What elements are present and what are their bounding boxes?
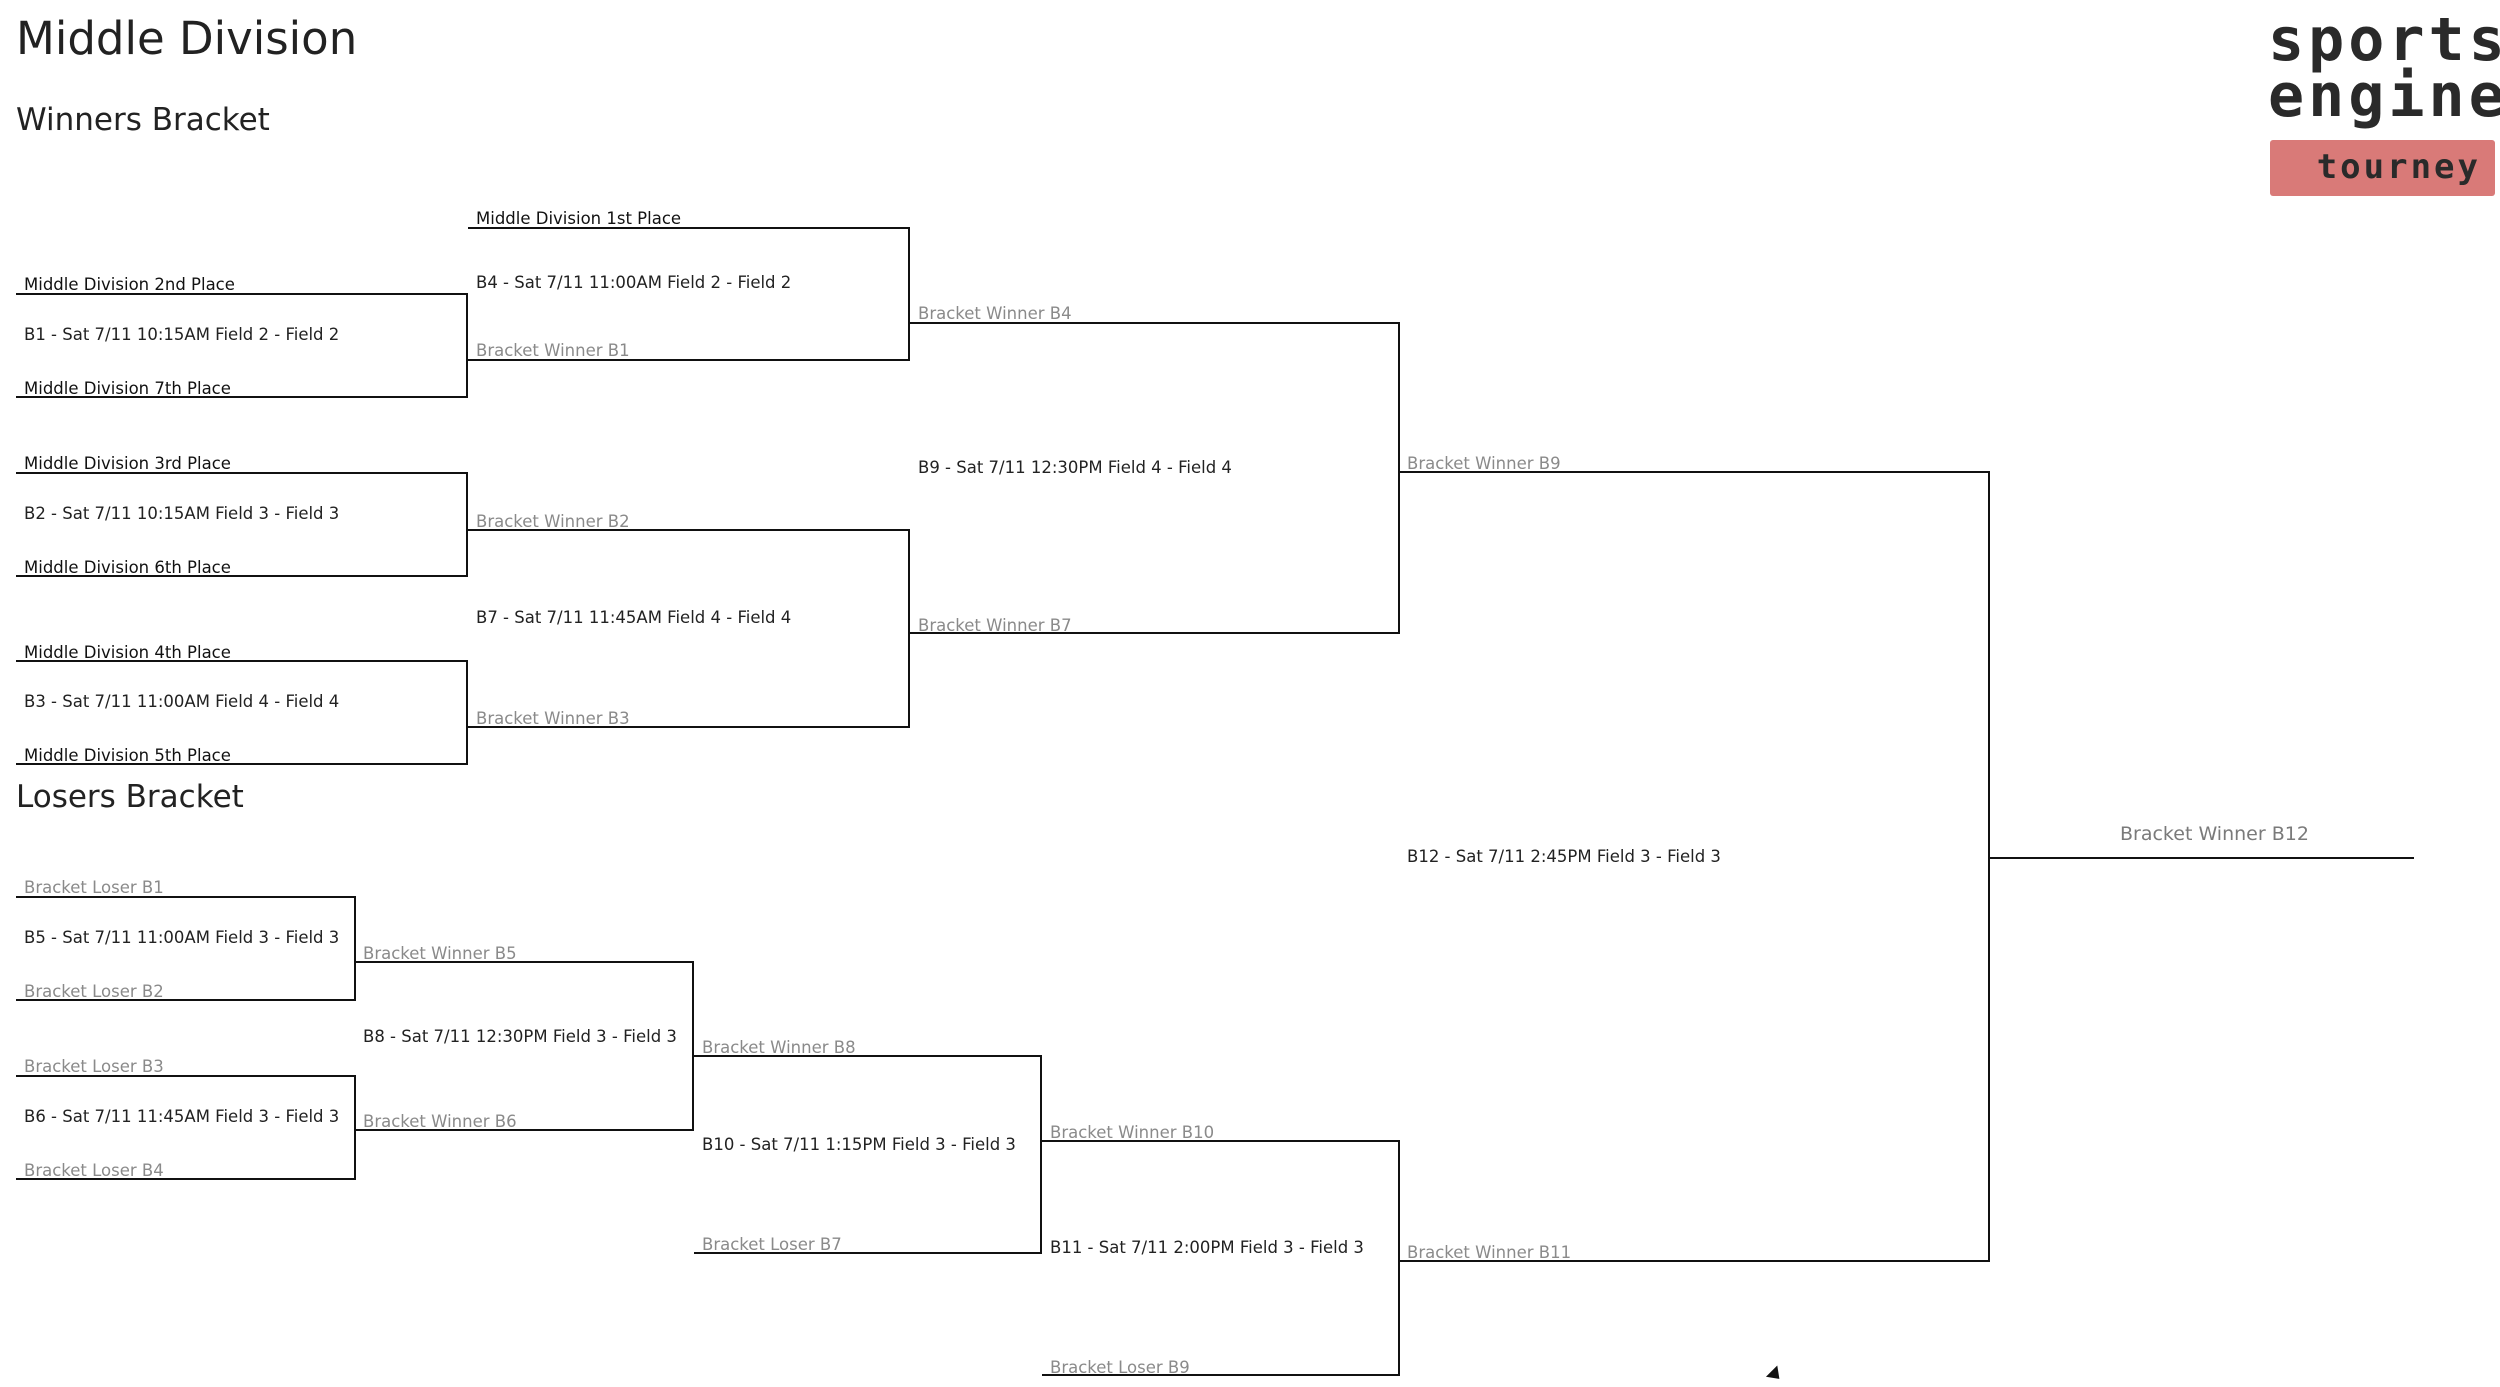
line-b4-vertical: [908, 227, 910, 361]
line-b2-vertical: [466, 472, 468, 577]
line-b7-bottom: [468, 726, 910, 728]
line-b10-bottom: [694, 1252, 1042, 1254]
line-b5-bottom: [16, 999, 356, 1001]
line-b1-vertical: [466, 293, 468, 398]
line-b10-top: [694, 1055, 1042, 1057]
slot-b5-bottom[interactable]: Bracket Loser B2: [24, 982, 164, 1001]
slot-b4-top[interactable]: Middle Division 1st Place: [476, 209, 682, 228]
game-b10[interactable]: B10 - Sat 7/11 1:15PM Field 3 - Field 3: [702, 1135, 1016, 1154]
line-b7-top: [468, 529, 910, 531]
mouse-cursor-icon: [1765, 1365, 1786, 1385]
line-b11-vertical: [1398, 1140, 1400, 1376]
slot-b9-top[interactable]: Bracket Winner B4: [918, 304, 1072, 323]
slot-b11-bottom[interactable]: Bracket Loser B9: [1050, 1358, 1190, 1377]
slot-b5-top[interactable]: Bracket Loser B1: [24, 878, 164, 897]
logo-tourney-badge: tourney: [2270, 140, 2495, 196]
game-b1[interactable]: B1 - Sat 7/11 10:15AM Field 2 - Field 2: [24, 325, 340, 344]
game-b5[interactable]: B5 - Sat 7/11 11:00AM Field 3 - Field 3: [24, 928, 340, 947]
slot-b10-bottom[interactable]: Bracket Loser B7: [702, 1235, 842, 1254]
line-b5-top: [16, 896, 356, 898]
logo-word-engine: engine: [2268, 61, 2500, 131]
line-b12-bottom: [1398, 1260, 1990, 1262]
slot-b9-bottom[interactable]: Bracket Winner B7: [918, 616, 1072, 635]
losers-bracket-heading: Losers Bracket: [16, 779, 244, 815]
champion-slot[interactable]: Bracket Winner B12: [2120, 823, 2309, 845]
slot-b4-bottom[interactable]: Bracket Winner B1: [476, 341, 630, 360]
slot-b2-bottom[interactable]: Middle Division 6th Place: [24, 558, 231, 577]
slot-b10-top[interactable]: Bracket Winner B8: [702, 1038, 856, 1057]
slot-b8-bottom[interactable]: Bracket Winner B6: [363, 1112, 517, 1131]
slot-b1-bottom[interactable]: Middle Division 7th Place: [24, 379, 231, 398]
line-champion: [1990, 857, 2414, 859]
line-b8-vertical: [692, 961, 694, 1131]
slot-b7-top[interactable]: Bracket Winner B2: [476, 512, 630, 531]
line-b9-bottom: [910, 632, 1400, 634]
slot-b11-top[interactable]: Bracket Winner B10: [1050, 1123, 1215, 1142]
line-b3-vertical: [466, 660, 468, 765]
slot-b2-top[interactable]: Middle Division 3rd Place: [24, 454, 231, 473]
slot-b1-top[interactable]: Middle Division 2nd Place: [24, 275, 235, 294]
game-b4[interactable]: B4 - Sat 7/11 11:00AM Field 2 - Field 2: [476, 273, 792, 292]
line-b6-bottom: [16, 1178, 356, 1180]
winners-bracket-heading: Winners Bracket: [16, 102, 270, 138]
line-b1-top: [16, 293, 468, 295]
game-b11[interactable]: B11 - Sat 7/11 2:00PM Field 3 - Field 3: [1050, 1238, 1364, 1257]
slot-b6-top[interactable]: Bracket Loser B3: [24, 1057, 164, 1076]
line-b12-vertical: [1988, 471, 1990, 1262]
game-b2[interactable]: B2 - Sat 7/11 10:15AM Field 3 - Field 3: [24, 504, 340, 523]
line-b11-bottom: [1042, 1374, 1400, 1376]
line-b11-top: [1042, 1140, 1400, 1142]
slot-b8-top[interactable]: Bracket Winner B5: [363, 944, 517, 963]
game-b6[interactable]: B6 - Sat 7/11 11:45AM Field 3 - Field 3: [24, 1107, 340, 1126]
game-b3[interactable]: B3 - Sat 7/11 11:00AM Field 4 - Field 4: [24, 692, 340, 711]
line-b9-top: [910, 322, 1400, 324]
slot-b3-top[interactable]: Middle Division 4th Place: [24, 643, 231, 662]
line-b12-top: [1398, 471, 1990, 473]
logo-word-tourney: tourney: [2316, 147, 2481, 187]
line-b4-bottom: [468, 359, 910, 361]
slot-b7-bottom[interactable]: Bracket Winner B3: [476, 709, 630, 728]
logo-word-sports: sports: [2268, 5, 2500, 75]
line-b3-top: [16, 660, 468, 662]
line-b2-bottom: [16, 575, 468, 577]
slot-b6-bottom[interactable]: Bracket Loser B4: [24, 1161, 164, 1180]
line-b10-vertical: [1040, 1055, 1042, 1254]
slot-b3-bottom[interactable]: Middle Division 5th Place: [24, 746, 231, 765]
line-b6-top: [16, 1075, 356, 1077]
line-b1-bottom: [16, 396, 468, 398]
line-b4-top: [468, 227, 910, 229]
line-b7-vertical: [908, 529, 910, 728]
page-title: Middle Division: [16, 12, 358, 65]
line-b2-top: [16, 472, 468, 474]
game-b12[interactable]: B12 - Sat 7/11 2:45PM Field 3 - Field 3: [1407, 847, 1721, 866]
game-b9[interactable]: B9 - Sat 7/11 12:30PM Field 4 - Field 4: [918, 458, 1232, 477]
slot-b12-bottom[interactable]: Bracket Winner B11: [1407, 1243, 1572, 1262]
line-b6-vertical: [354, 1075, 356, 1180]
line-b8-bottom: [356, 1129, 694, 1131]
line-b9-vertical: [1398, 322, 1400, 634]
game-b7[interactable]: B7 - Sat 7/11 11:45AM Field 4 - Field 4: [476, 608, 792, 627]
slot-b12-top[interactable]: Bracket Winner B9: [1407, 454, 1561, 473]
line-b3-bottom: [16, 763, 468, 765]
game-b8[interactable]: B8 - Sat 7/11 12:30PM Field 3 - Field 3: [363, 1027, 677, 1046]
line-b8-top: [356, 961, 694, 963]
line-b5-vertical: [354, 896, 356, 1001]
